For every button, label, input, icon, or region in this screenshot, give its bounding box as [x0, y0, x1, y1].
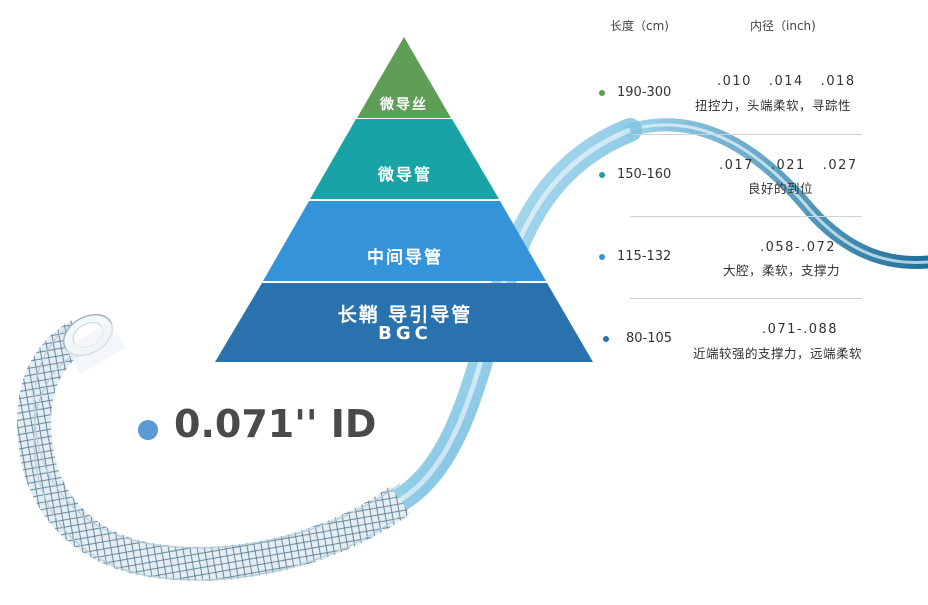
row-2-dot: [599, 172, 605, 178]
row-2-sizes: .017 .021 .027: [719, 158, 858, 173]
pyramid-tier-4-sublabel: BGC: [378, 323, 432, 344]
row-1-dot: [599, 90, 605, 96]
row-4-sizes: .071-.088: [762, 322, 839, 337]
badge-dot: [138, 420, 158, 440]
pyramid-tier-2: [310, 119, 499, 199]
row-3-description: 大腔，柔软，支撑力: [723, 263, 841, 278]
row-4-description: 近端较强的支撑力，远端柔软: [693, 346, 863, 361]
pyramid-tier-4: [215, 283, 593, 362]
row-separator: [630, 298, 862, 299]
row-separator: [630, 134, 862, 135]
pyramid-tier-4-label: 长鞘 导引导管: [337, 304, 473, 326]
row-1-description: 扭控力，头端柔软，寻踪性: [695, 98, 852, 113]
pyramid-tier-2-label: 微导管: [377, 165, 432, 184]
pyramid-tier-3-label: 中间导管: [367, 248, 443, 268]
row-1-sizes: .010 .014 .018: [717, 74, 856, 89]
row-2-length: 150-160: [617, 167, 672, 182]
row-separator: [630, 216, 862, 217]
row-2-description: 良好的到位: [748, 181, 814, 196]
badge-text: 0.071'' ID: [174, 402, 377, 446]
pyramid-tier-3: [263, 201, 546, 281]
pyramid-tier-1-label: 微导丝: [380, 97, 428, 113]
length-column-header: 长度（cm): [610, 19, 669, 33]
pyramid-tier-1: [357, 37, 451, 118]
row-4-length: 80-105: [626, 331, 673, 346]
row-1-length: 190-300: [617, 85, 672, 100]
inner-diameter-column-header: 内径（inch): [750, 19, 816, 33]
row-3-dot: [599, 254, 605, 260]
row-4-dot: [603, 336, 609, 342]
row-3-length: 115-132: [617, 249, 672, 264]
row-3-sizes: .058-.072: [760, 240, 837, 255]
